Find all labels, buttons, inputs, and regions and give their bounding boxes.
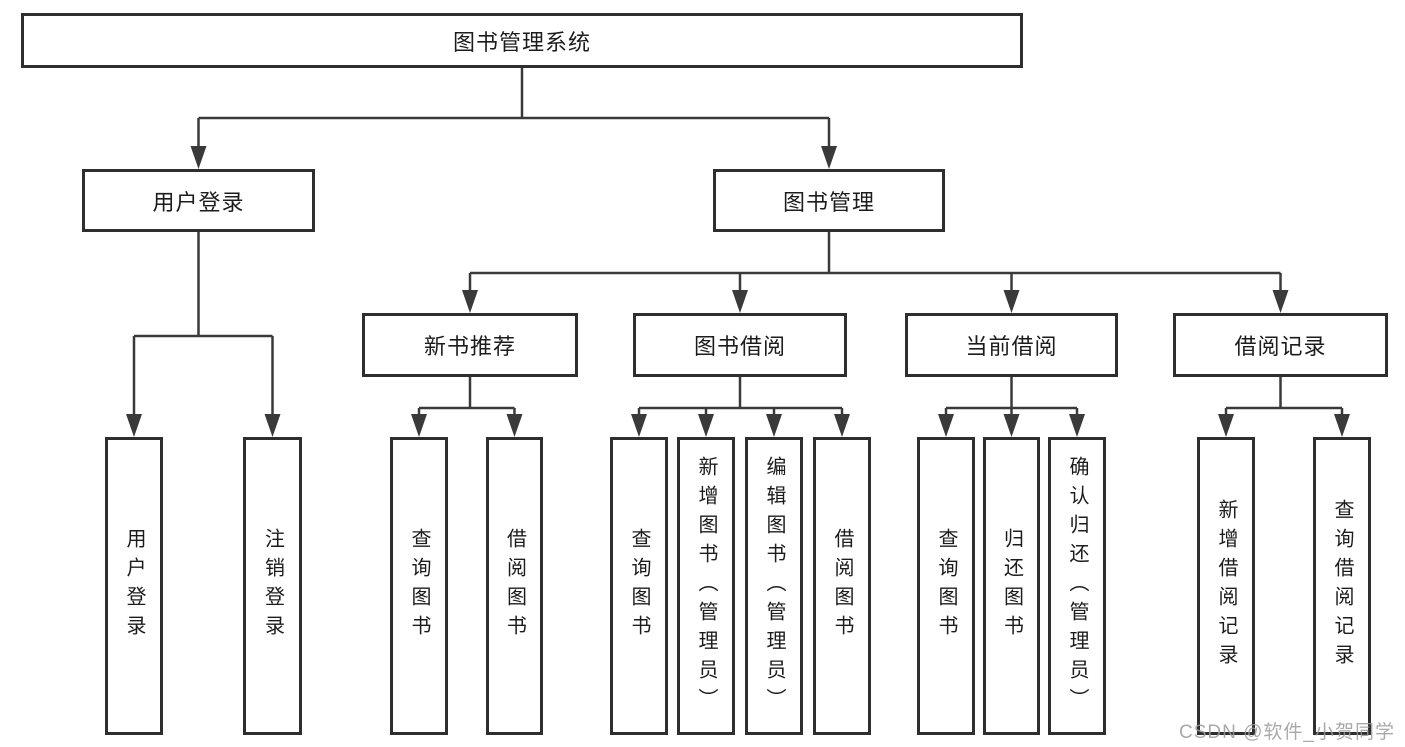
connector-borrow-to-leaves bbox=[631, 377, 850, 437]
leaf-search-book-borrowing-label: 查询图书 bbox=[628, 528, 650, 644]
node-book-management-module: 图书管理 bbox=[713, 169, 945, 232]
connector-root-to-level2 bbox=[190, 68, 837, 169]
connector-userlogin-to-leaves bbox=[126, 232, 281, 437]
node-root-system: 图书管理系统 bbox=[21, 13, 1023, 68]
node-current-borrowing: 当前借阅 bbox=[905, 313, 1118, 377]
leaf-edit-book-admin-label: 编辑图书（管理员） bbox=[763, 455, 785, 717]
leaf-borrow-book-recommend: 借阅图书 bbox=[486, 437, 543, 735]
leaf-search-book-borrowing: 查询图书 bbox=[610, 437, 668, 735]
leaf-search-borrow-record-label: 查询借阅记录 bbox=[1331, 499, 1353, 673]
leaf-search-book-recommend-label: 查询图书 bbox=[408, 528, 430, 644]
node-new-book-recommend: 新书推荐 bbox=[362, 313, 578, 377]
leaf-user-login-label: 用户登录 bbox=[123, 528, 145, 644]
leaf-add-book-admin: 新增图书（管理员） bbox=[677, 437, 735, 735]
leaf-search-book-current: 查询图书 bbox=[917, 437, 975, 735]
leaf-borrow-book-recommend-label: 借阅图书 bbox=[503, 528, 526, 644]
connector-records-to-leaves bbox=[1218, 377, 1350, 437]
leaf-add-book-admin-label: 新增图书（管理员） bbox=[695, 455, 717, 717]
leaf-add-borrow-record: 新增借阅记录 bbox=[1197, 437, 1255, 735]
leaf-return-book-label: 归还图书 bbox=[1000, 528, 1023, 644]
connector-bookmgmt-to-level3 bbox=[462, 232, 1289, 313]
node-book-borrowing: 图书借阅 bbox=[633, 313, 847, 377]
leaf-borrow-book-label: 借阅图书 bbox=[831, 528, 853, 644]
node-user-login-module: 用户登录 bbox=[82, 169, 315, 232]
leaf-logout: 注销登录 bbox=[243, 437, 302, 735]
connector-current-to-leaves bbox=[938, 377, 1085, 437]
leaf-user-login: 用户登录 bbox=[105, 437, 163, 735]
leaf-borrow-book: 借阅图书 bbox=[813, 437, 871, 735]
connector-newbook-to-leaves bbox=[411, 377, 523, 437]
leaf-add-borrow-record-label: 新增借阅记录 bbox=[1215, 499, 1237, 673]
leaf-confirm-return-admin-label: 确认归还（管理员） bbox=[1066, 455, 1088, 717]
leaf-search-book-recommend: 查询图书 bbox=[390, 437, 448, 735]
leaf-search-book-current-label: 查询图书 bbox=[935, 528, 957, 644]
leaf-confirm-return-admin: 确认归还（管理员） bbox=[1048, 437, 1106, 735]
leaf-search-borrow-record: 查询借阅记录 bbox=[1313, 437, 1371, 735]
node-borrowing-records: 借阅记录 bbox=[1173, 313, 1388, 377]
leaf-edit-book-admin: 编辑图书（管理员） bbox=[745, 437, 803, 735]
leaf-logout-label: 注销登录 bbox=[261, 528, 284, 644]
leaf-return-book: 归还图书 bbox=[983, 437, 1040, 735]
